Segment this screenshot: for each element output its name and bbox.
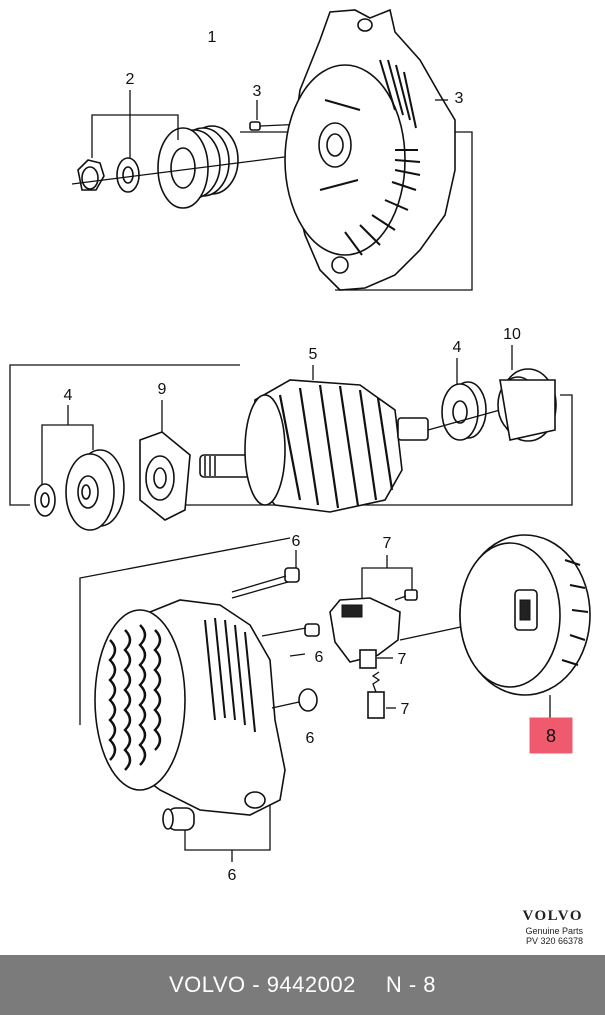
stator-housing xyxy=(94,599,286,816)
callout-3-screw: 3 xyxy=(253,83,262,100)
footer-separator: - xyxy=(245,972,267,997)
pulley-washer xyxy=(116,157,140,193)
footer-bar: VOLVO - 9442002 N - 8 xyxy=(0,955,605,1015)
volvo-genuine-parts-mark: VOLVO Genuine Parts PV 320 66378 xyxy=(463,908,583,946)
callout-10: 10 xyxy=(503,326,521,343)
brand-subtitle: Genuine Parts xyxy=(525,926,583,936)
callout-6-screw: 6 xyxy=(315,649,324,666)
callout-7-regulator: 7 xyxy=(383,535,392,552)
group2-frame xyxy=(9,364,240,506)
footer-ref-prefix: N - xyxy=(385,972,424,997)
bearing-cover xyxy=(497,368,557,442)
callout-4-right: 4 xyxy=(453,339,462,356)
alternator-exploded-diagram: 8 1 2 3 3 4 4 5 9 10 6 6 6 6 7 7 7 xyxy=(9,8,591,884)
bearing-left xyxy=(65,449,125,531)
footer-brand: VOLVO xyxy=(168,972,246,997)
callout-6-sleeve: 6 xyxy=(228,867,237,884)
callout-5: 5 xyxy=(309,346,318,363)
brush xyxy=(367,671,385,719)
highlight-box xyxy=(529,717,573,754)
callout-4-left: 4 xyxy=(64,387,73,404)
regulator-screw xyxy=(394,589,418,601)
footer-text: VOLVO - 9442002 N - 8 xyxy=(169,972,436,998)
rear-cover xyxy=(459,534,591,696)
callout-6-nut: 6 xyxy=(306,730,315,747)
screw-mid xyxy=(261,623,320,637)
through-bolt xyxy=(231,567,300,599)
callout-6-bolt: 6 xyxy=(292,533,301,550)
callout-9: 9 xyxy=(158,381,167,398)
callout-3-housing: 3 xyxy=(455,90,464,107)
pulley-nut xyxy=(77,159,105,191)
pulley xyxy=(157,125,239,209)
brand-code: PV 320 66378 xyxy=(525,936,583,946)
rotor-washer xyxy=(34,483,56,517)
nut-small xyxy=(271,688,318,712)
rotor xyxy=(199,379,429,513)
bearing-right xyxy=(441,381,487,441)
highlight-label: 8 xyxy=(546,726,556,746)
group3-frame xyxy=(79,537,291,725)
sleeve xyxy=(162,807,195,831)
footer-part-number: 9442002 xyxy=(266,972,356,997)
brand-name: VOLVO xyxy=(522,908,583,924)
front-housing xyxy=(284,8,456,291)
regulator xyxy=(329,597,401,669)
bearing-plate xyxy=(139,431,191,521)
footer-ref-number: 8 xyxy=(423,972,437,997)
callout-1: 1 xyxy=(208,29,217,46)
callout-7-spring: 7 xyxy=(398,651,407,668)
callout-2: 2 xyxy=(126,71,135,88)
callout-7-brush: 7 xyxy=(401,701,410,718)
